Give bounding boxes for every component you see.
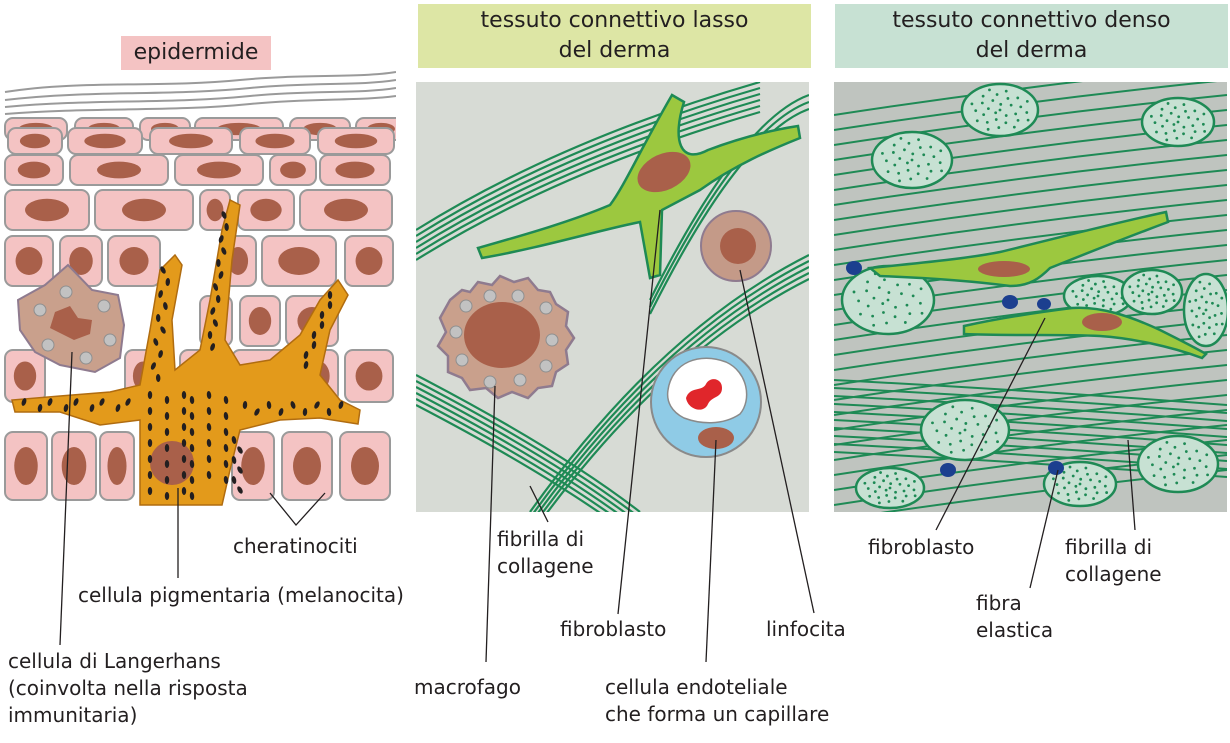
lymphocyte xyxy=(701,211,771,281)
collagen-cross-section xyxy=(1138,436,1218,492)
label-collagen-fibril-loose: fibrilla di collagene xyxy=(497,526,594,580)
label-collagen-fibril-dense: fibrilla di collagene xyxy=(1065,534,1162,588)
keratinocyte-nucleus xyxy=(249,307,271,335)
keratinocyte-nucleus xyxy=(250,199,281,221)
keratinocyte-nucleus xyxy=(97,162,141,179)
label-elastic-fiber: fibra elastica xyxy=(976,590,1053,644)
label-fibroblast-loose: fibroblasto xyxy=(560,616,666,643)
keratinocyte-nucleus xyxy=(62,447,87,485)
label-melanocyte: cellula pigmentaria (melanocita) xyxy=(78,582,404,609)
keratinocyte-nucleus xyxy=(122,199,166,221)
header-dense-connective: tessuto connettivo denso del derma xyxy=(835,4,1228,68)
label-fibroblast-dense: fibroblasto xyxy=(868,534,974,561)
keratinocyte-nucleus xyxy=(20,134,50,149)
melanin-granule xyxy=(148,391,152,399)
epidermis-panel xyxy=(3,70,406,510)
keratinocyte-nucleus xyxy=(335,134,378,149)
keratinocyte-nucleus xyxy=(197,162,241,179)
keratinocyte-nucleus xyxy=(16,247,43,275)
melanin-granule xyxy=(148,471,152,479)
keratinocyte-nucleus xyxy=(280,162,306,179)
keratinocyte-nucleus xyxy=(14,361,36,390)
melanin-granule xyxy=(328,291,332,299)
keratinocyte-nucleus xyxy=(293,447,321,485)
collagen-cross-section xyxy=(856,468,924,508)
label-macrophage: macrofago xyxy=(414,674,521,701)
collagen-cross-section xyxy=(1142,98,1214,146)
collagen-cross-section xyxy=(1122,270,1182,314)
keratinocyte-nucleus xyxy=(169,134,213,149)
keratinocyte-nucleus xyxy=(107,447,126,485)
collagen-cross-section xyxy=(1184,274,1228,346)
dense-connective-panel xyxy=(834,65,1228,520)
melanin-granule xyxy=(148,487,152,495)
keratinocyte-nucleus xyxy=(241,447,265,485)
melanin-granule xyxy=(148,407,152,415)
collagen-cross-section xyxy=(921,400,1009,460)
collagen-cross-section xyxy=(962,84,1038,136)
collagen-cross-section xyxy=(872,132,952,188)
header-loose-connective: tessuto connettivo lasso del derma xyxy=(418,4,811,68)
keratinocyte-nucleus xyxy=(356,247,383,275)
keratinocyte-nucleus xyxy=(324,199,368,221)
keratinocyte-nucleus xyxy=(351,447,379,485)
label-lymphocyte: linfocita xyxy=(766,616,846,643)
keratinocyte-nucleus xyxy=(25,199,69,221)
keratinocyte-nucleus xyxy=(255,134,294,149)
label-endothelial: cellula endoteliale che forma un capilla… xyxy=(605,674,829,728)
melanin-granule xyxy=(148,423,152,431)
keratinocyte-nucleus xyxy=(356,361,383,390)
keratinocyte-nucleus xyxy=(18,162,50,179)
melanin-granule xyxy=(148,439,152,447)
keratinocyte-nucleus xyxy=(84,134,125,149)
keratinocyte-nucleus xyxy=(14,447,38,485)
melanin-granule xyxy=(208,331,212,339)
keratinocyte-nucleus xyxy=(335,162,374,179)
melanin-granule xyxy=(148,455,152,463)
loose-connective-panel xyxy=(416,82,809,542)
keratinocyte-nucleus xyxy=(119,247,148,275)
keratinocyte-nucleus xyxy=(207,199,224,221)
label-langerhans: cellula di Langerhans (coinvolta nella r… xyxy=(8,648,248,729)
header-epidermis: epidermide xyxy=(121,36,271,70)
melanin-granule xyxy=(328,301,332,309)
capillary xyxy=(651,347,761,457)
keratinocyte-nucleus xyxy=(278,247,319,275)
label-keratinocytes: cheratinociti xyxy=(233,533,358,560)
